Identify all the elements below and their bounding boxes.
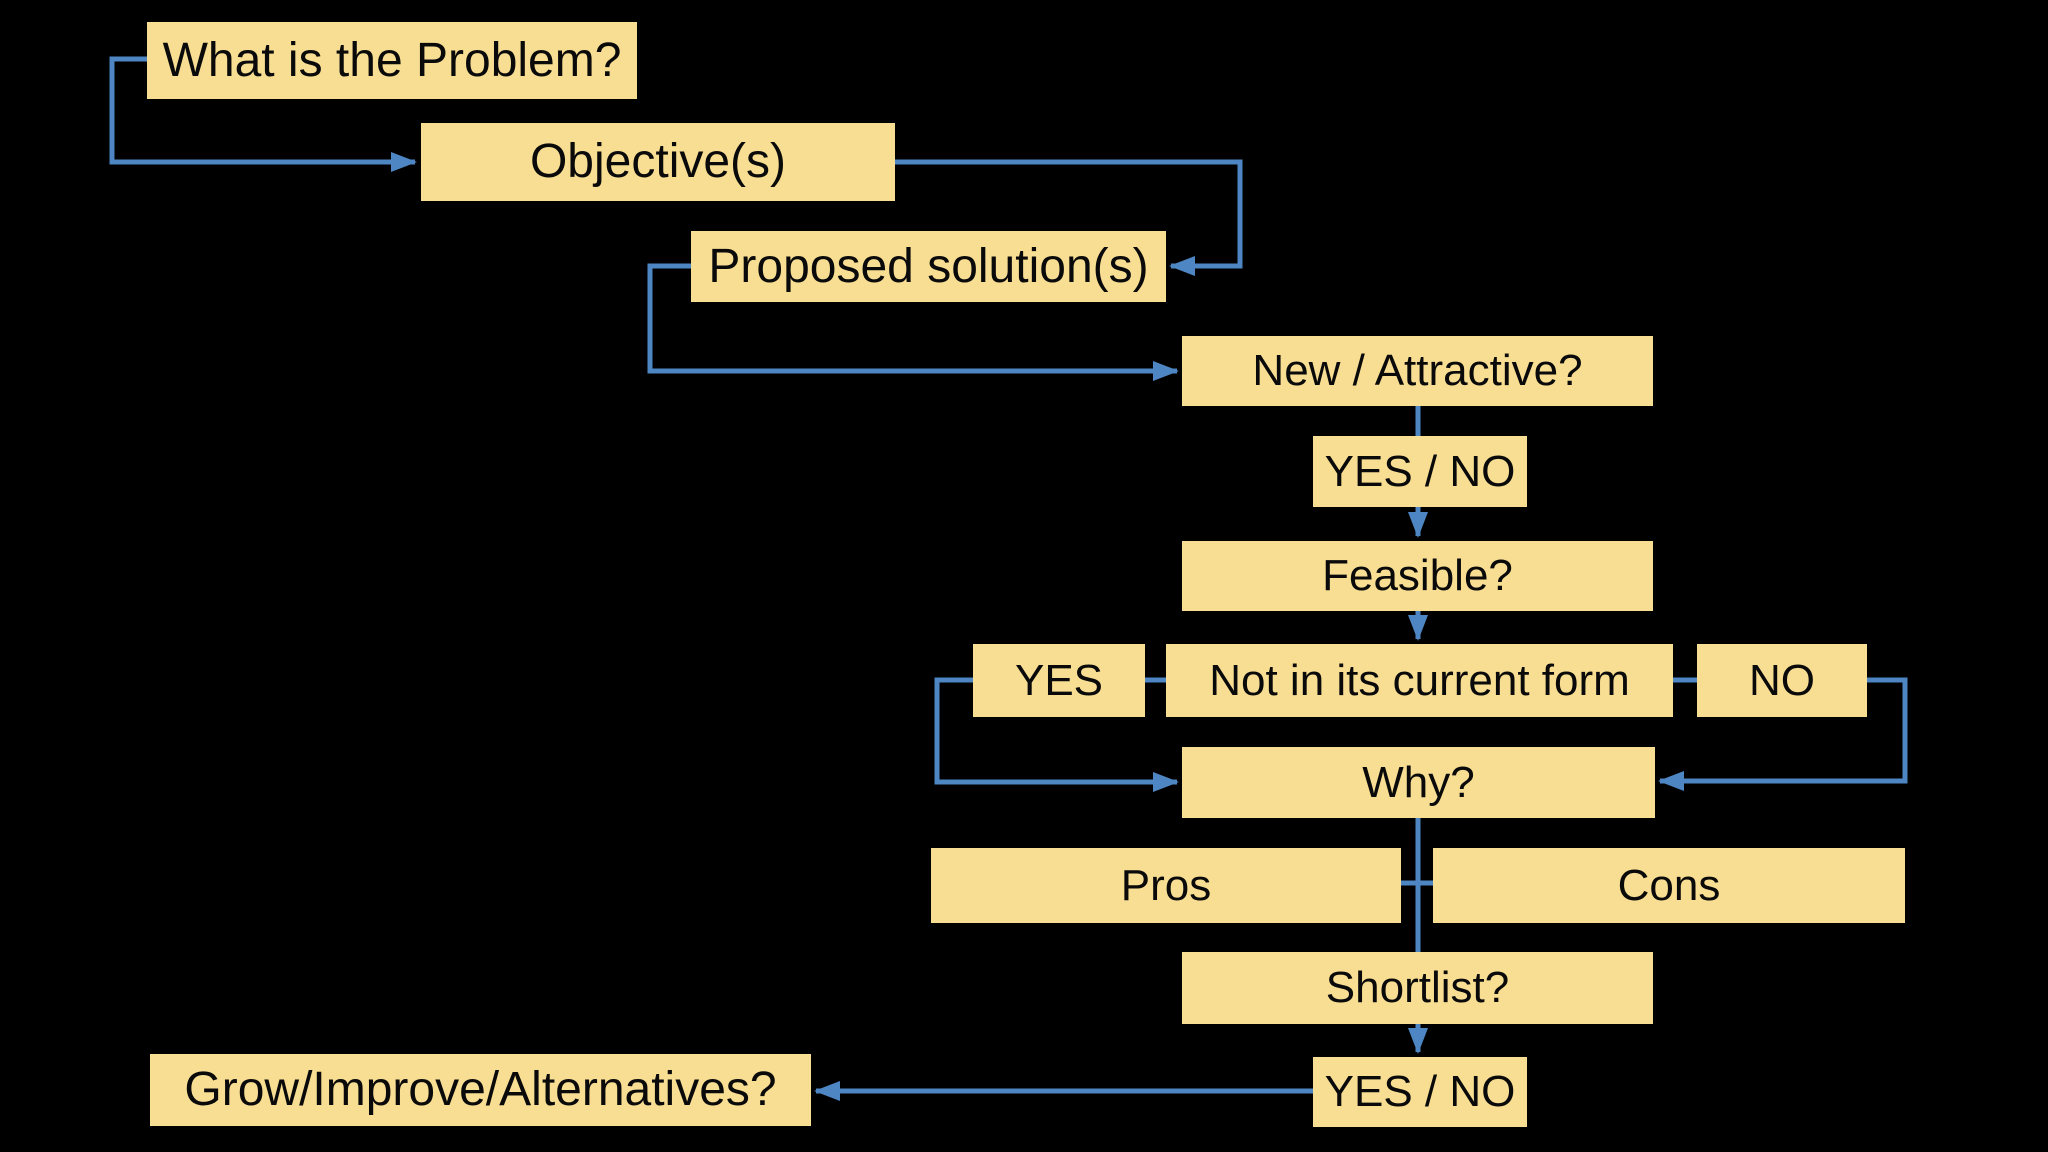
node-new-attractive: New / Attractive? xyxy=(1182,336,1653,406)
node-pros: Pros xyxy=(931,848,1401,923)
connector-yes-to-why xyxy=(934,677,1179,792)
node-objectives: Objective(s) xyxy=(421,123,895,201)
connector-problem-to-objectives xyxy=(109,56,417,172)
node-yes-no-top: YES / NO xyxy=(1313,436,1527,507)
connector-objectives-to-proposed xyxy=(895,159,1243,276)
node-grow-improve-alternatives: Grow/Improve/Alternatives? xyxy=(150,1054,811,1126)
connector-no-to-why xyxy=(1658,677,1908,791)
node-feasible: Feasible? xyxy=(1182,541,1653,611)
node-no: NO xyxy=(1697,644,1867,717)
node-not-in-current-form: Not in its current form xyxy=(1166,644,1673,717)
node-proposed-solutions: Proposed solution(s) xyxy=(691,231,1166,302)
node-cons: Cons xyxy=(1433,848,1905,923)
node-why: Why? xyxy=(1182,747,1655,818)
node-shortlist: Shortlist? xyxy=(1182,952,1653,1024)
node-what-is-the-problem: What is the Problem? xyxy=(147,22,637,99)
connector-proposed-to-new-attractive xyxy=(647,263,1179,381)
node-yes-no-bottom: YES / NO xyxy=(1313,1057,1527,1127)
node-yes: YES xyxy=(973,644,1145,717)
